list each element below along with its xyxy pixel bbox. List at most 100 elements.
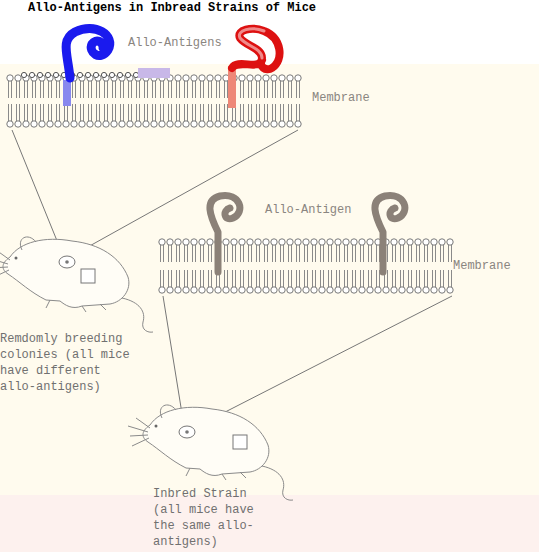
- lipid-tail: [411, 245, 412, 262]
- lipid-head: [271, 239, 277, 245]
- lipid-head: [199, 121, 205, 127]
- lipid-head: [311, 239, 317, 245]
- lipid-head: [175, 239, 181, 245]
- lipid-head: [199, 75, 205, 81]
- lipid-tail: [344, 270, 345, 287]
- lipid-tail: [176, 270, 177, 287]
- lipid-tail: [40, 104, 41, 121]
- lipid-tail: [128, 81, 129, 98]
- lipid-tail: [195, 104, 196, 121]
- lipid-tail: [160, 81, 161, 98]
- lipid-tail: [424, 270, 425, 287]
- lipid-tail: [64, 104, 65, 121]
- lipid-tail: [32, 81, 33, 98]
- lipid-tail: [80, 81, 81, 98]
- lipid-tail: [120, 81, 121, 98]
- lipid-tail: [392, 245, 393, 262]
- lipid-tail: [163, 245, 164, 262]
- lipid-head: [383, 287, 389, 293]
- lipid-tail: [299, 270, 300, 287]
- lipid-tail: [211, 245, 212, 262]
- lipid-tail: [99, 81, 100, 98]
- lipid-tail: [123, 104, 124, 121]
- lipid-tail: [67, 104, 68, 121]
- lipid-tail: [139, 104, 140, 121]
- lipid-tail: [11, 81, 12, 98]
- red-allo-antigen-core: [239, 29, 264, 58]
- lipid-tail: [48, 81, 49, 98]
- lipid-tail: [347, 245, 348, 262]
- lipid-tail: [168, 270, 169, 287]
- lipid-head: [319, 239, 325, 245]
- lipid-head: [415, 287, 421, 293]
- lipid-tail: [224, 270, 225, 287]
- lipid-tail: [371, 245, 372, 262]
- lipid-tail: [443, 270, 444, 287]
- cell-marker: [179, 426, 195, 438]
- lipid-tail: [75, 81, 76, 98]
- lipid-head: [223, 239, 229, 245]
- lipid-head: [295, 239, 301, 245]
- lipid-tail: [336, 270, 337, 287]
- lipid-head: [55, 121, 61, 127]
- lipid-tail: [283, 81, 284, 98]
- lipid-tail: [235, 245, 236, 262]
- lipid-tail: [264, 104, 265, 121]
- lipid-tail: [187, 270, 188, 287]
- lipid-head: [23, 121, 29, 127]
- lipid-tail: [8, 104, 9, 121]
- lipid-tail: [35, 81, 36, 98]
- lipid-head: [47, 121, 53, 127]
- lipid-head: [239, 287, 245, 293]
- lipid-head: [351, 287, 357, 293]
- lipid-head: [167, 121, 173, 127]
- lipid-tail: [192, 81, 193, 98]
- lipid-tail: [24, 81, 25, 98]
- lipid-tail: [419, 245, 420, 262]
- lipid-tail: [112, 81, 113, 98]
- lipid-head: [63, 121, 69, 127]
- lipid-tail: [200, 104, 201, 121]
- lipid-tail: [280, 104, 281, 121]
- lipid-tail: [59, 104, 60, 121]
- mouse-caption: Inbred Strain (all mice have the same al…: [153, 486, 261, 550]
- lipid-head: [127, 121, 133, 127]
- lipid-tail: [387, 270, 388, 287]
- lipid-tail: [272, 81, 273, 98]
- lipid-head: [159, 121, 165, 127]
- lipid-head: [39, 121, 45, 127]
- lipid-tail: [195, 81, 196, 98]
- lipid-tail: [155, 81, 156, 98]
- lipid-tail: [259, 270, 260, 287]
- lipid-tail: [251, 81, 252, 98]
- lipid-head: [7, 121, 13, 127]
- lipid-head: [167, 287, 173, 293]
- lipid-tail: [171, 270, 172, 287]
- lipid-tail: [91, 104, 92, 121]
- lipid-tail: [208, 81, 209, 98]
- lipid-head: [359, 239, 365, 245]
- lipid-head: [263, 239, 269, 245]
- lipid-tail: [192, 104, 193, 121]
- lipid-head: [271, 287, 277, 293]
- lipid-head: [367, 287, 373, 293]
- lipid-tail: [339, 270, 340, 287]
- surface-sugar: [101, 72, 106, 77]
- lipid-tail: [187, 81, 188, 98]
- lipid-head: [287, 287, 293, 293]
- lipid-head: [207, 287, 213, 293]
- lipid-tail: [160, 270, 161, 287]
- lipid-head: [231, 239, 237, 245]
- lipid-tail: [115, 81, 116, 98]
- lipid-tail: [275, 270, 276, 287]
- lipid-tail: [163, 104, 164, 121]
- lipid-tail: [227, 81, 228, 98]
- lipid-tail: [280, 270, 281, 287]
- lipid-head: [423, 239, 429, 245]
- lipid-tail: [448, 270, 449, 287]
- lipid-tail: [427, 245, 428, 262]
- lipid-tail: [96, 81, 97, 98]
- lipid-tail: [331, 270, 332, 287]
- lipid-head: [215, 121, 221, 127]
- mouse-outline: [0, 250, 10, 278]
